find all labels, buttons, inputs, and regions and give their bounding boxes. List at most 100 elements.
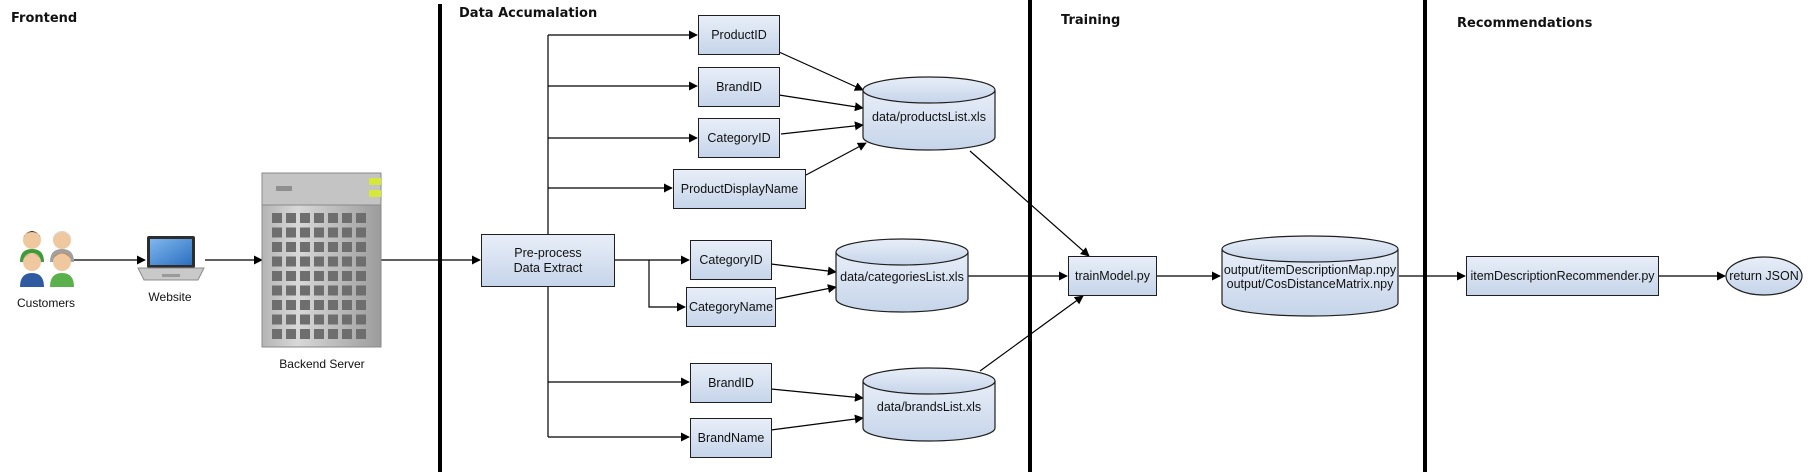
item-recommender-node: itemDescriptionRecommender.py — [1466, 256, 1659, 296]
edge-brandid-products — [778, 94, 864, 112]
server-window — [300, 271, 310, 281]
server-window — [286, 213, 296, 223]
server-window — [286, 329, 296, 339]
server-window — [314, 314, 324, 325]
server-window — [356, 213, 366, 223]
server-window — [286, 285, 296, 296]
server-window — [300, 213, 310, 223]
server-window — [314, 242, 324, 252]
server-window — [272, 314, 282, 325]
product-id-node: ProductID — [698, 15, 780, 55]
edge-categoryname-categories — [775, 284, 837, 300]
edge-brands-train — [979, 295, 1084, 372]
server-label: Backend Server — [279, 357, 365, 371]
server-window — [272, 329, 282, 339]
server-window — [300, 242, 310, 252]
server-window — [342, 227, 352, 238]
server-window — [356, 285, 366, 296]
server-window — [314, 213, 324, 223]
categories-datastore-label: data/categoriesList.xls — [840, 270, 964, 284]
brand-id-node-2: BrandID — [690, 363, 772, 403]
website-label: Website — [148, 290, 192, 304]
server-window — [272, 285, 282, 296]
edge-brandname-brands — [770, 414, 864, 431]
server-window — [272, 256, 282, 267]
server-window — [342, 256, 352, 267]
return-json-ellipse — [1725, 256, 1803, 296]
server-window — [272, 227, 282, 238]
server-window — [328, 256, 338, 267]
return-json-label: return JSON — [1729, 269, 1799, 283]
output-datastore-label-line2: output/CosDistanceMatrix.npy — [1226, 277, 1394, 291]
server-window — [272, 271, 282, 281]
server-window — [342, 329, 352, 339]
server-window — [286, 256, 296, 267]
server-window — [300, 256, 310, 267]
brand-name-node: BrandName — [690, 418, 772, 458]
train-model-node: trainModel.py — [1068, 256, 1157, 296]
server-window — [342, 242, 352, 252]
server-window — [314, 285, 324, 296]
category-id-node-2: CategoryID — [690, 240, 772, 280]
server-window — [286, 300, 296, 310]
datastore-output-cylinder — [1221, 235, 1399, 317]
datastore-brands-cylinder — [862, 367, 996, 442]
products-datastore-label: data/productsList.xls — [872, 110, 986, 124]
preprocess-label-line1: Pre-process — [514, 245, 582, 260]
server-window — [300, 314, 310, 325]
server-window — [286, 271, 296, 281]
edge-brandid2-brands — [770, 388, 864, 402]
server-window — [328, 329, 338, 339]
server-window — [356, 256, 366, 267]
server-window — [356, 300, 366, 310]
server-window — [286, 314, 296, 325]
server-window — [300, 227, 310, 238]
server-window — [342, 314, 352, 325]
edge-products-train — [969, 150, 1090, 257]
preprocess-label-line2: Data Extract — [513, 260, 583, 275]
section-data-accumulation-label: Data Accumalation — [459, 6, 598, 21]
server-window — [286, 227, 296, 238]
server-window — [314, 271, 324, 281]
section-frontend-label: Frontend — [11, 11, 78, 26]
datastore-products-cylinder — [862, 76, 996, 151]
server-window — [342, 285, 352, 296]
server-window — [314, 329, 324, 339]
server-window — [300, 300, 310, 310]
server-window — [342, 271, 352, 281]
output-datastore-label-line1: output/itemDescriptionMap.npy — [1223, 263, 1397, 277]
server-window — [328, 227, 338, 238]
server-window — [342, 213, 352, 223]
server-window — [300, 329, 310, 339]
server-icon — [261, 172, 382, 348]
server-window — [356, 329, 366, 339]
section-training-label: Training — [1061, 13, 1121, 28]
edge-to-categoryname — [648, 260, 686, 312]
server-window — [328, 271, 338, 281]
server-window — [314, 256, 324, 267]
server-window — [272, 213, 282, 223]
server-window — [356, 314, 366, 325]
server-window — [286, 242, 296, 252]
edge-categoryid-products — [780, 121, 864, 135]
edge-categoryid2-categories — [770, 263, 837, 276]
category-name-node: CategoryName — [686, 287, 776, 327]
brands-datastore-label: data/brandsList.xls — [876, 400, 982, 414]
server-window — [356, 271, 366, 281]
server-window — [356, 227, 366, 238]
server-window — [314, 227, 324, 238]
server-window — [356, 242, 366, 252]
server-window — [342, 300, 352, 310]
datastore-categories-cylinder — [835, 238, 969, 313]
server-window — [272, 242, 282, 252]
server-window — [314, 300, 324, 310]
server-window — [272, 300, 282, 310]
section-recommendations-label: Recommendations — [1457, 16, 1593, 31]
server-window — [328, 285, 338, 296]
customers-label: Customers — [16, 296, 75, 310]
edge-productid-products — [778, 51, 864, 91]
server-window — [328, 300, 338, 310]
preprocess-node: Pre-process Data Extract — [481, 234, 615, 287]
server-window — [328, 213, 338, 223]
